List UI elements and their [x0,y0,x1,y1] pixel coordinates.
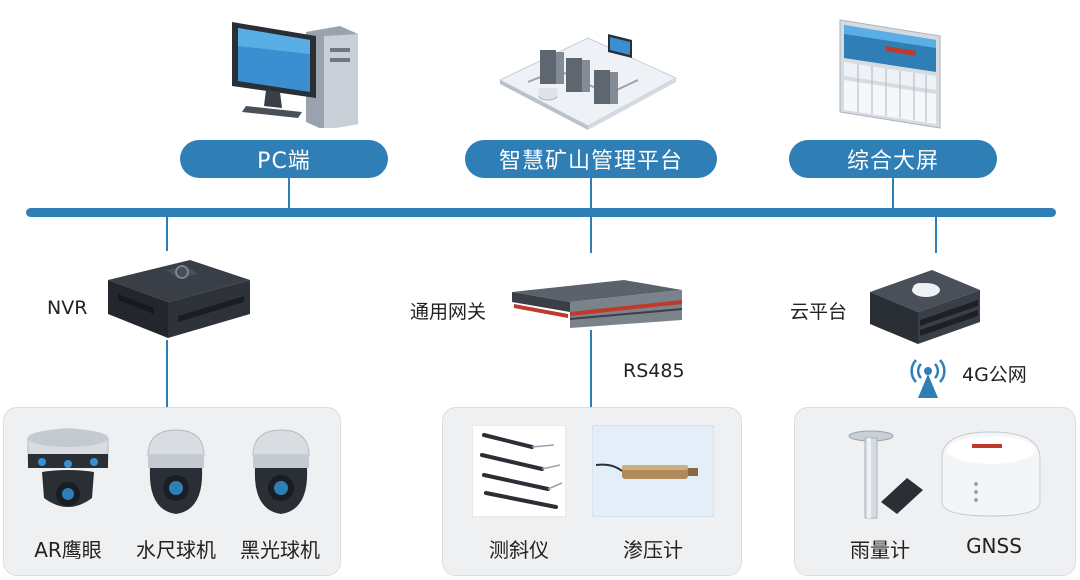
desktop-computer-icon [228,18,368,128]
net-4g-label: 4G公网 [962,364,1027,386]
connector-cloud [935,217,937,253]
dome-camera-icon [245,426,317,518]
connector-gateway [590,217,592,253]
network-bus [26,208,1056,217]
gnss-receiver-icon [936,428,1046,520]
camera-caption: 黑光球机 [240,538,320,562]
cloud-label: 云平台 [790,301,848,323]
antenna-icon [908,352,948,400]
connector-nvr-cameras [166,340,168,408]
connector-screen [892,178,894,210]
weather-caption: 雨量计 [850,538,910,562]
gateway-label: 通用网关 [410,301,487,323]
dome-camera-icon [140,426,212,518]
sensor-caption: 测斜仪 [489,538,549,562]
rs485-label: RS485 [623,360,685,382]
camera-caption: 水尺球机 [136,538,216,562]
camera-caption: AR鹰眼 [34,538,102,562]
inclinometer-icon [472,425,566,517]
ar-eagle-camera-icon [22,424,114,519]
server-platform-icon [498,30,678,130]
video-wall-icon [836,16,946,131]
nvr-device-icon [104,258,252,340]
pc-node: PC端 [180,140,388,178]
weather-caption: GNSS [966,534,1022,558]
nvr-label: NVR [47,297,88,319]
connector-nvr [166,217,168,251]
rain-gauge-icon [845,428,925,520]
connector-platform [590,178,592,210]
rack-gateway-icon [508,278,684,330]
cloud-server-icon [866,266,982,346]
platform-label: 智慧矿山管理平台 [498,149,683,174]
connector-pc [288,178,290,210]
piezometer-icon [592,425,714,517]
pc-label: PC端 [257,149,311,174]
sensor-caption: 渗压计 [623,538,683,562]
platform-node: 智慧矿山管理平台 [465,140,717,178]
screen-label: 综合大屏 [846,149,939,174]
screen-node: 综合大屏 [789,140,997,178]
connector-gateway-sensors [590,330,592,408]
